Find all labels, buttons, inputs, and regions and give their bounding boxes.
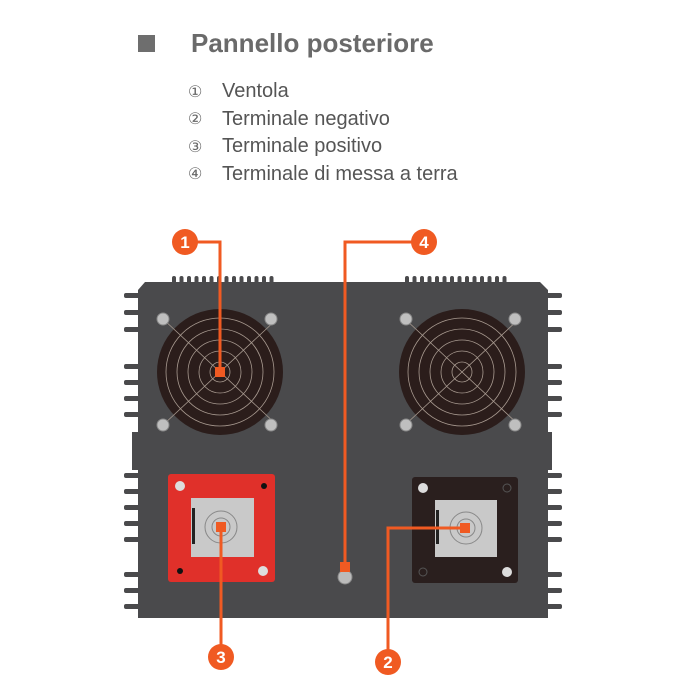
title-bullet-icon [138,35,155,52]
legend-number: ① [188,83,203,101]
heatsink-fin [546,521,562,526]
callout-1: 1 [172,229,198,255]
heatsink-fin [124,505,140,510]
heatsink-fin [546,604,562,609]
heatsink-fin [546,327,562,332]
legend-item: ③ Terminale positivo [188,133,458,161]
legend-number: ② [188,111,203,129]
fan-right [399,309,525,435]
callout-4: 4 [411,229,437,255]
heatsink-fin [124,588,140,593]
legend-item: ② Terminale negativo [188,106,458,134]
heatsink-fin [124,604,140,609]
heatsink-fin [124,537,140,542]
heatsink-fin [546,310,562,315]
heatsink-fin [124,396,140,401]
heatsink-fin [546,380,562,385]
callout-number: 4 [419,233,429,252]
heatsink-fin [124,521,140,526]
legend-list: ① Ventola ② Terminale negativo ③ Terminale … [188,78,458,188]
heatsink-fin [546,572,562,577]
callout-2: 2 [375,649,401,675]
title-row: Pannello posteriore [138,28,434,59]
legend-label: Terminale positivo [222,135,383,158]
heatsink-fin [124,327,140,332]
heatsink-fin [124,364,140,369]
heatsink-fin [546,537,562,542]
legend-number: ④ [188,166,203,184]
legend-label: Ventola [222,80,289,103]
heatsink-fin [124,310,140,315]
heatsink-fin [546,588,562,593]
heatsink-fin [546,293,562,298]
heatsink-fin [124,380,140,385]
heatsink-fin [546,396,562,401]
callout-number: 2 [383,653,392,672]
heatsink-fin [546,489,562,494]
legend-label: Terminale di messa a terra [222,162,458,185]
ground-stud [337,569,353,585]
heatsink-fin [546,473,562,478]
callout-number: 3 [216,648,225,667]
legend-label: Terminale negativo [222,107,390,130]
heatsink-fin [124,412,140,417]
callout-3: 3 [208,644,234,670]
heatsink-fin [124,293,140,298]
heatsink-fin [546,505,562,510]
heatsink-fin [124,489,140,494]
legend-number: ③ [188,138,203,156]
page-title: Pannello posteriore [191,28,434,58]
heatsink-fin [546,412,562,417]
callout-number: 1 [180,233,189,252]
legend-item: ④ Terminale di messa a terra [188,161,458,189]
heatsink-fin [124,572,140,577]
callout-lines [185,240,466,662]
heatsink-fin [124,473,140,478]
heatsink-fin [546,364,562,369]
legend-item: ① Ventola [188,78,458,106]
